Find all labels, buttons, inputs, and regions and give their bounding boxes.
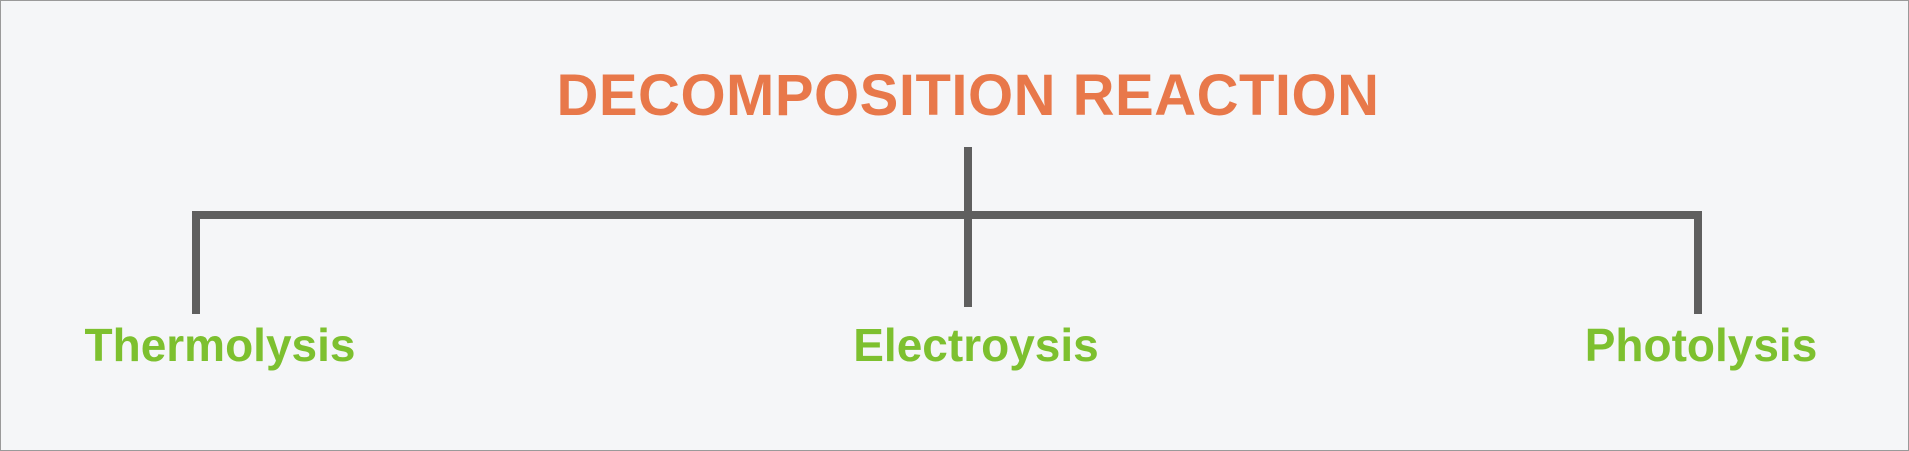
branch-thermolysis: Thermolysis — [84, 319, 356, 371]
branch-photolysis: Photolysis — [1584, 319, 1818, 371]
root-title: DECOMPOSITION REACTION — [556, 63, 1380, 128]
branch-electrolysis: Electroysis — [853, 319, 1099, 371]
